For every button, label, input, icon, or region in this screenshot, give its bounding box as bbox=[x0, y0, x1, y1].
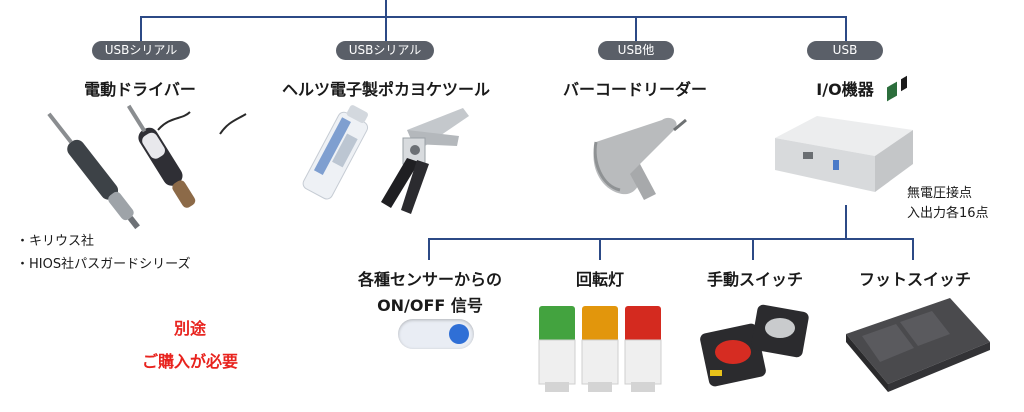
top-trunk-line bbox=[385, 0, 387, 17]
interface-badge-usb-serial-2: USBシリアル bbox=[336, 41, 434, 60]
barcode-reader-icon bbox=[593, 117, 687, 200]
device-title-electric-screwdriver: 電動ドライバー bbox=[84, 80, 196, 99]
toggle-knob bbox=[449, 324, 469, 344]
device-title-foot-switch: フットスイッチ bbox=[858, 270, 971, 289]
device-title-sensor-signal-line1: 各種センサーからの bbox=[357, 270, 502, 289]
top-drop-3 bbox=[635, 16, 637, 42]
toggle-switch-icon bbox=[398, 319, 474, 349]
pokayoke-tool-icon bbox=[302, 105, 469, 214]
top-bus-line bbox=[140, 16, 847, 18]
electric-screwdriver-icon bbox=[47, 104, 247, 230]
device-title-sensor-signal-line2: ON/OFF 信号 bbox=[377, 296, 483, 315]
device-title-barcode-reader: バーコードリーダー bbox=[562, 80, 707, 99]
io-down-line bbox=[845, 205, 847, 239]
bottom-bus-line bbox=[428, 238, 914, 240]
separate-purchase-label-line2: ご購入が必要 bbox=[141, 352, 238, 371]
manual-switch-icon bbox=[700, 304, 809, 387]
device-title-io-device: I/O機器 bbox=[816, 80, 874, 99]
rotating-light-icon bbox=[538, 306, 662, 392]
io-spec-line1: 無電圧接点 bbox=[907, 186, 973, 201]
interface-badge-usb-serial-1: USBシリアル bbox=[92, 41, 190, 60]
top-drop-1 bbox=[140, 16, 142, 42]
bottom-drop-3 bbox=[752, 238, 754, 260]
bottom-drop-2 bbox=[599, 238, 601, 260]
device-title-pokayoke-tool: ヘルツ電子製ポカヨケツール bbox=[281, 80, 490, 99]
io-spec-line2: 入出力各16点 bbox=[907, 206, 989, 221]
io-device-box-icon bbox=[775, 75, 913, 192]
bottom-drop-1 bbox=[428, 238, 430, 260]
foot-switch-icon bbox=[846, 298, 990, 392]
top-drop-2 bbox=[385, 16, 387, 42]
top-drop-4 bbox=[845, 16, 847, 42]
separate-purchase-label-line1: 別途 bbox=[173, 319, 206, 338]
interface-badge-usb-other: USB他 bbox=[598, 41, 674, 60]
interface-badge-usb: USB bbox=[807, 41, 883, 60]
device-title-manual-switch: 手動スイッチ bbox=[706, 270, 803, 289]
bottom-drop-4 bbox=[912, 238, 914, 260]
device-title-rotating-light: 回転灯 bbox=[575, 270, 624, 289]
screwdriver-maker-note-1: ・キリウス社 bbox=[16, 234, 95, 249]
screwdriver-maker-note-2: ・HIOS社パスガードシリーズ bbox=[16, 257, 191, 272]
